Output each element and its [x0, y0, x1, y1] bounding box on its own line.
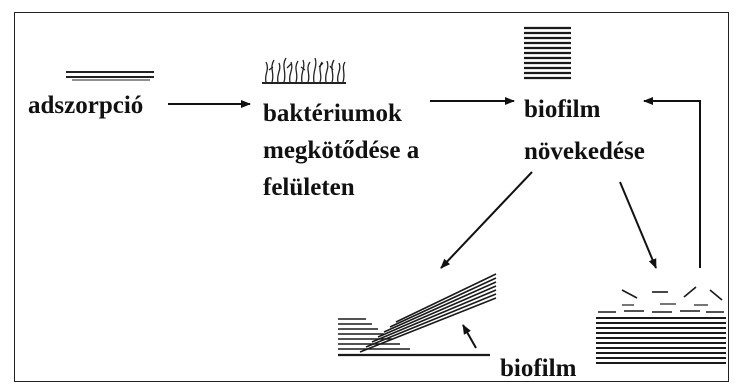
arrow-growth-to-dispersal	[620, 182, 656, 268]
label-attachment-line3: felületen	[263, 172, 355, 203]
label-biofilm: biofilm	[500, 353, 576, 384]
label-attachment-line1: baktériumok	[263, 98, 402, 129]
label-adsorption: adszorpció	[28, 90, 143, 121]
biofilm-dispersal-icon	[596, 304, 726, 363]
label-growth-line2: növekedése	[524, 136, 645, 167]
biofilm-growth-stack-icon	[524, 28, 571, 78]
dispersal-marks-icon	[622, 287, 722, 300]
label-growth-line1: biofilm	[524, 94, 600, 125]
detachment-indicator-arrow	[463, 325, 476, 348]
arrow-growth-to-detachment	[441, 172, 532, 268]
bacteria-attachment-icon	[262, 58, 346, 83]
label-attachment-line2: megkötődése a	[263, 135, 419, 166]
adsorption-layer-icon	[66, 72, 154, 80]
arrow-dispersal-to-growth	[644, 101, 700, 268]
